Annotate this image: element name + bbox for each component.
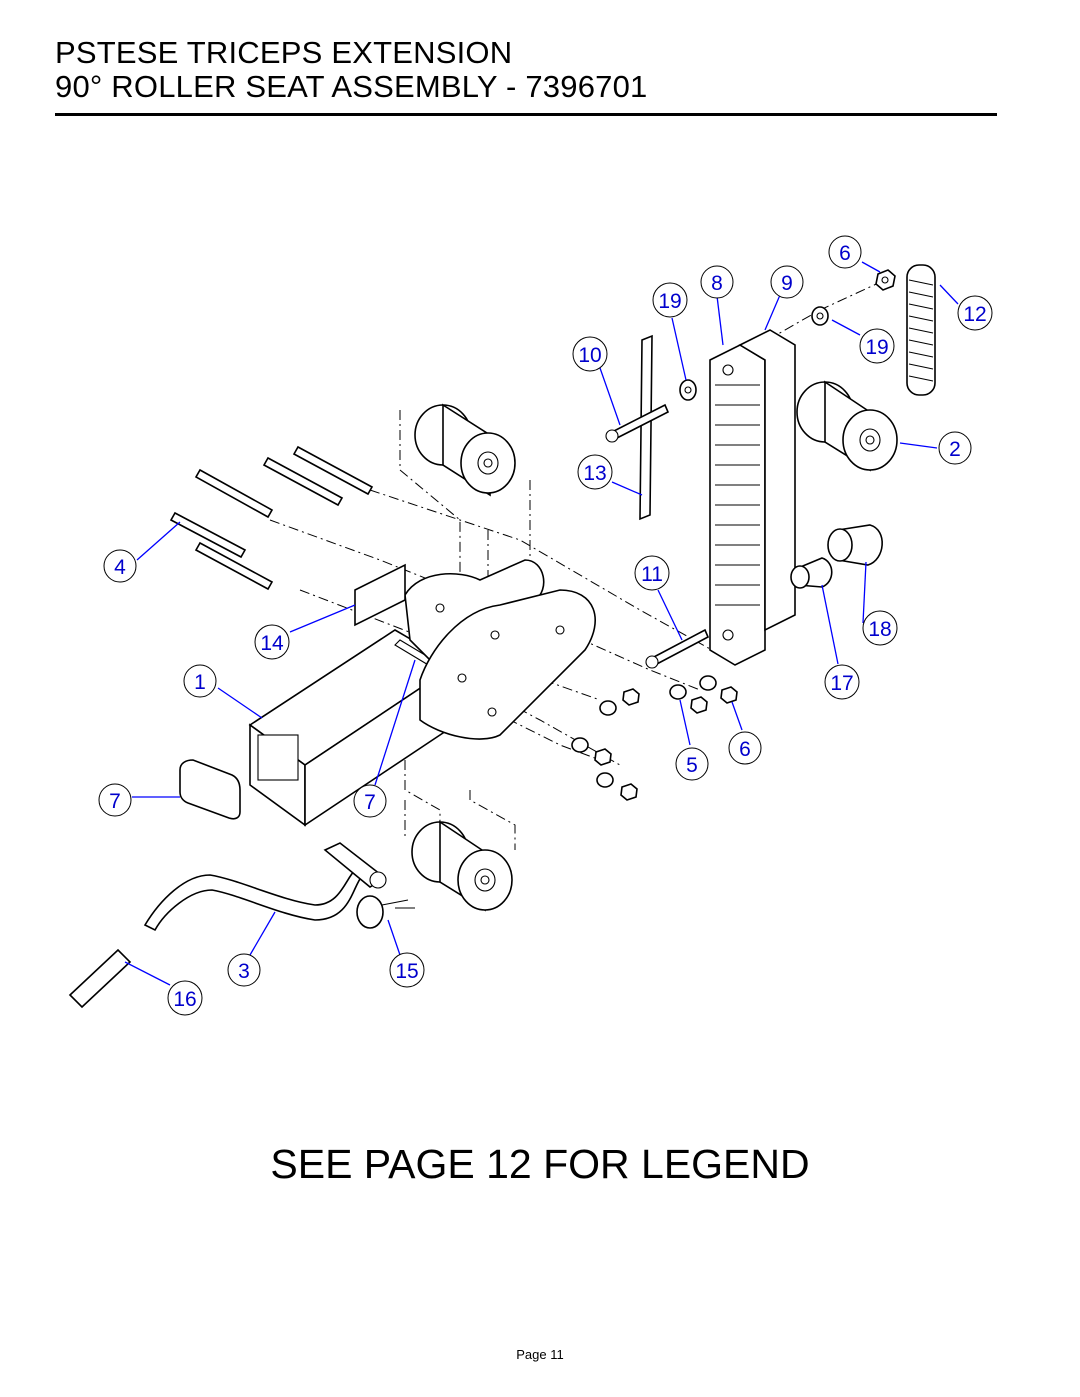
callout-16: 16 [167, 980, 203, 1016]
callout-label: 12 [963, 303, 986, 326]
washers-19 [679, 306, 829, 401]
callout-label: 13 [583, 462, 606, 485]
callout-19-top: 19 [652, 282, 688, 318]
callout-17: 17 [824, 664, 860, 700]
callout-label: 14 [260, 632, 284, 655]
callout-label: 7 [109, 790, 121, 813]
callout-label: 3 [238, 960, 250, 983]
callout-14: 14 [254, 624, 290, 660]
callout-5: 5 [675, 747, 709, 781]
callout-2: 2 [938, 431, 972, 465]
title-line-1: PSTESE TRICEPS EXTENSION [55, 35, 513, 70]
callout-6-bottom: 6 [728, 731, 762, 765]
callout-label: 16 [173, 988, 196, 1011]
callout-8: 8 [700, 265, 734, 299]
callout-label: 2 [949, 438, 961, 461]
callout-4: 4 [103, 549, 137, 583]
callout-6-top: 6 [828, 235, 862, 269]
callout-label: 15 [395, 960, 418, 983]
extension-spring [906, 264, 936, 396]
roller-bottom [411, 820, 513, 912]
torsion-spring [356, 895, 415, 929]
bolt-10 [605, 403, 670, 443]
callout-label: 4 [114, 556, 126, 579]
bolt-11 [645, 628, 710, 669]
callout-label: 19 [658, 290, 681, 313]
callout-1: 1 [183, 664, 217, 698]
title-line-2: 90° ROLLER SEAT ASSEMBLY - 7396701 [55, 69, 648, 104]
title-rule [55, 113, 997, 116]
nut-top [875, 269, 896, 291]
label-plate [354, 563, 406, 627]
callout-15: 15 [389, 952, 425, 988]
legend-note: SEE PAGE 12 FOR LEGEND [270, 1141, 810, 1187]
callout-label: 6 [839, 242, 851, 265]
long-bolts [169, 445, 374, 591]
callout-label: 1 [194, 671, 206, 694]
callout-label: 7 [364, 791, 376, 814]
callout-label: 17 [830, 672, 853, 695]
pop-pin-handle [68, 842, 387, 1009]
roller-top-left [414, 403, 516, 497]
callout-9: 9 [770, 265, 804, 299]
callout-7-center: 7 [353, 784, 387, 818]
callout-19-right: 19 [859, 328, 895, 364]
callout-10: 10 [572, 336, 608, 372]
callout-7-left: 7 [98, 783, 132, 817]
page-number: Page 11 [516, 1347, 564, 1362]
roller-right [796, 380, 898, 472]
callout-12: 12 [957, 295, 993, 331]
bushings [790, 524, 883, 589]
callout-label: 11 [641, 563, 663, 586]
callout-11: 11 [634, 555, 670, 591]
callout-label: 8 [711, 272, 723, 295]
washers-and-nuts [571, 675, 738, 801]
callout-3: 3 [227, 953, 261, 987]
seat-pad-ribs [715, 384, 760, 606]
end-cap [179, 759, 241, 820]
strip [639, 334, 653, 521]
callout-label: 10 [578, 344, 601, 367]
leader-lines [124, 261, 959, 986]
callout-label: 18 [868, 618, 891, 641]
main-frame-tube [248, 629, 457, 827]
callout-label: 6 [739, 738, 751, 761]
callout-13: 13 [577, 454, 613, 490]
side-plates [404, 559, 596, 740]
callout-label: 9 [781, 272, 793, 295]
callout-label: 5 [686, 754, 698, 777]
callout-label: 19 [865, 336, 888, 359]
callout-18: 18 [862, 610, 898, 646]
seat-pad [709, 329, 796, 666]
